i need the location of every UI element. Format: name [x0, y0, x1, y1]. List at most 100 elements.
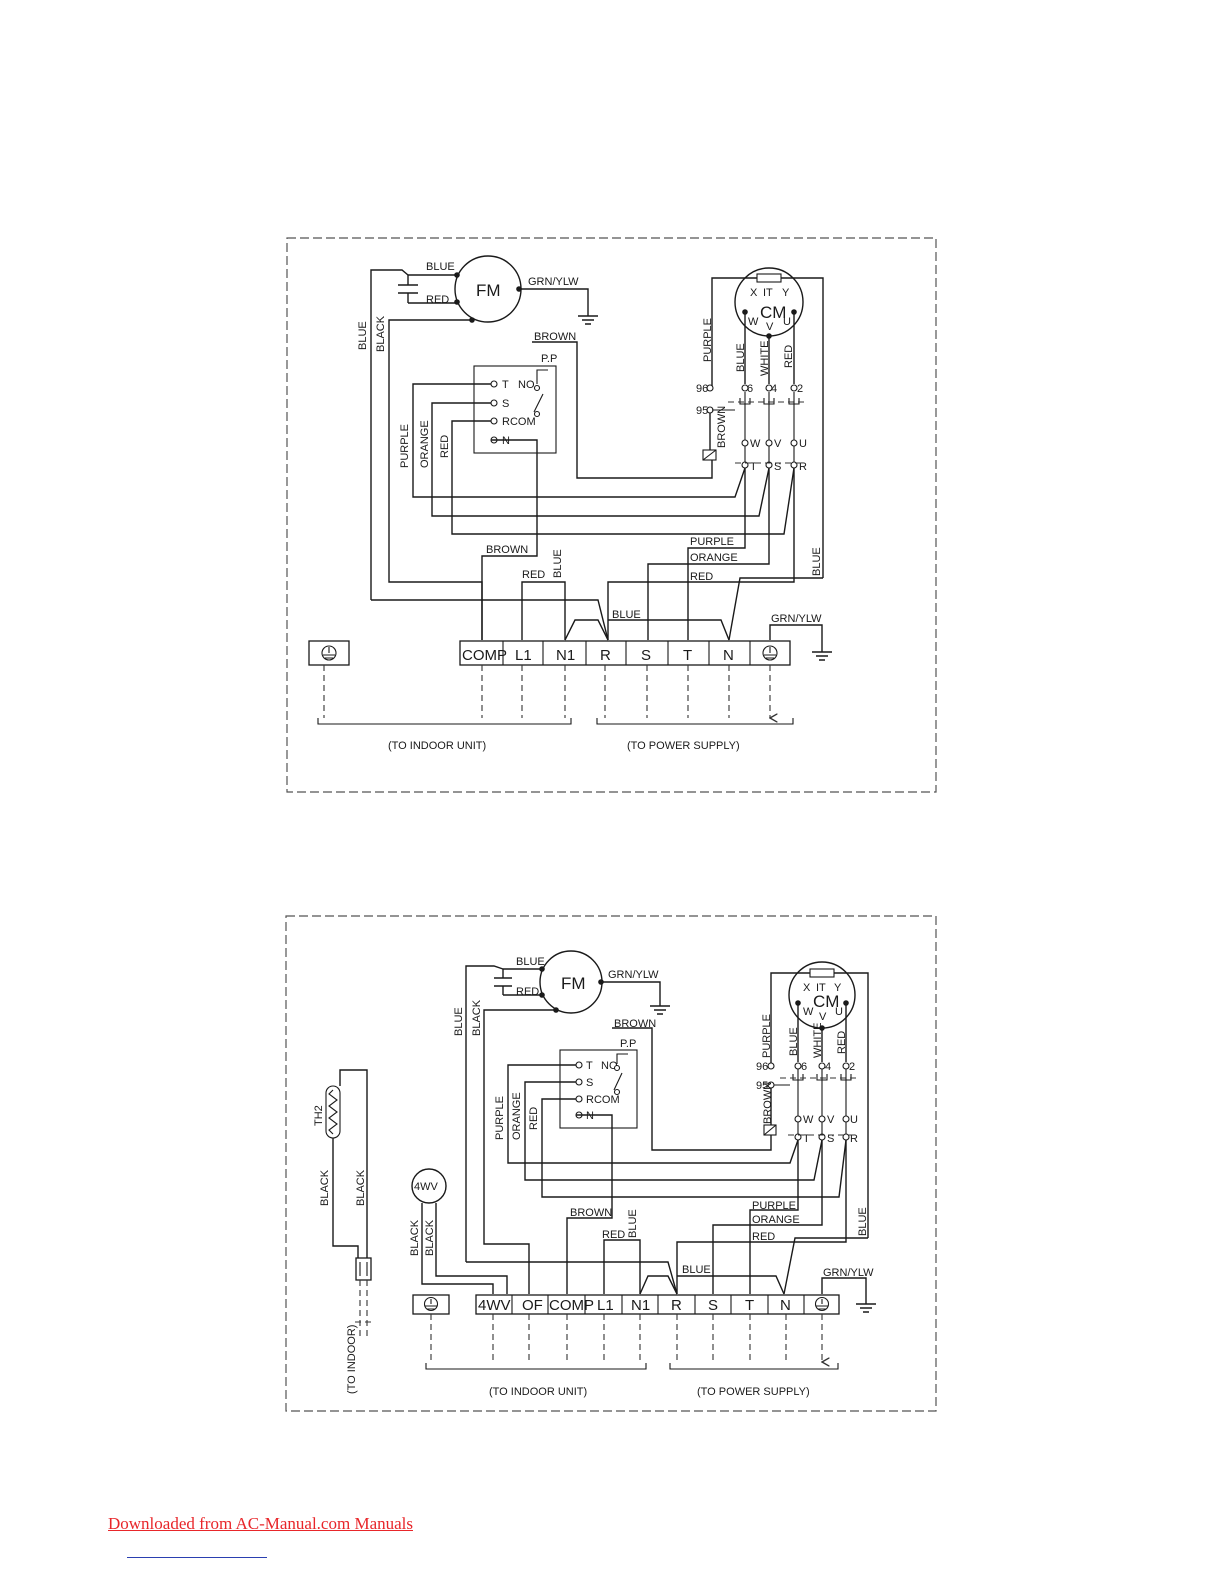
wiring-diagram-2: FM BLUE RED GRN/YLW CM X IT Y W V U PURP… — [285, 915, 937, 1412]
svg-text:BLUE: BLUE — [552, 549, 564, 578]
footer-rule — [127, 1557, 267, 1558]
svg-text:RED: RED — [522, 569, 545, 581]
svg-text:6: 6 — [747, 383, 753, 395]
svg-text:V: V — [827, 1114, 835, 1126]
svg-text:BLUE: BLUE — [682, 1264, 711, 1276]
svg-text:BROWN: BROWN — [762, 1082, 774, 1124]
svg-text:BROWN: BROWN — [570, 1207, 612, 1219]
svg-text:X: X — [803, 982, 811, 994]
svg-text:T: T — [750, 461, 757, 473]
download-source-link[interactable]: Downloaded from AC-Manual.com Manuals — [108, 1514, 413, 1533]
svg-text:BLACK: BLACK — [355, 1169, 367, 1206]
ground-terminal-1 — [308, 640, 350, 666]
svg-text:BLUE: BLUE — [357, 321, 369, 350]
svg-text:2: 2 — [849, 1061, 855, 1073]
svg-text:BLUE: BLUE — [857, 1207, 869, 1236]
terminal-n: N — [723, 647, 734, 664]
fm1-terminal-red — [454, 299, 460, 305]
svg-text:RED: RED — [439, 435, 451, 458]
svg-text:BLACK: BLACK — [319, 1169, 331, 1206]
svg-text:X: X — [750, 287, 758, 299]
svg-text:W: W — [748, 316, 759, 328]
terminal-t-2: T — [745, 1297, 754, 1314]
svg-text:BLUE: BLUE — [627, 1209, 639, 1238]
terminal-l1: L1 — [515, 647, 532, 664]
svg-text:4: 4 — [771, 383, 777, 395]
to-indoor-unit-label-2: (TO INDOOR UNIT) — [489, 1386, 587, 1398]
svg-text:GRN/YLW: GRN/YLW — [528, 276, 579, 288]
svg-text:PURPLE: PURPLE — [399, 424, 411, 468]
svg-text:GRN/YLW: GRN/YLW — [823, 1267, 874, 1279]
svg-text:6: 6 — [801, 1061, 807, 1073]
svg-text:RCOM: RCOM — [502, 416, 536, 428]
svg-text:N: N — [586, 1110, 594, 1122]
svg-text:TH2: TH2 — [313, 1105, 325, 1126]
terminal-s-2: S — [708, 1297, 718, 1314]
svg-text:R: R — [799, 461, 807, 473]
terminal-4wv: 4WV — [478, 1297, 511, 1314]
svg-text:RED: RED — [516, 986, 539, 998]
svg-text:ORANGE: ORANGE — [511, 1092, 523, 1140]
svg-text:BLACK: BLACK — [471, 999, 483, 1036]
svg-text:GRN/YLW: GRN/YLW — [608, 969, 659, 981]
svg-text:BLUE: BLUE — [453, 1007, 465, 1036]
svg-text:CM: CM — [813, 992, 839, 1011]
diagram-2-frame — [285, 915, 937, 1412]
svg-text:ORANGE: ORANGE — [690, 552, 738, 564]
svg-text:PURPLE: PURPLE — [702, 318, 714, 362]
svg-text:96: 96 — [756, 1061, 768, 1073]
terminal-block-1: COMP L1 N1 R S T N — [459, 640, 791, 666]
svg-text:BLUE: BLUE — [612, 609, 641, 621]
fan-motor-1-label: FM — [476, 281, 501, 300]
contactor-2: 96 95 6 4 2 W V U BROWN T — [756, 1061, 858, 1145]
svg-text:RED: RED — [752, 1231, 775, 1243]
svg-text:CM: CM — [760, 303, 786, 322]
svg-text:WHITE: WHITE — [812, 1023, 824, 1058]
terminal-s: S — [641, 647, 651, 664]
terminal-comp-2: COMP — [549, 1297, 594, 1314]
svg-text:PURPLE: PURPLE — [690, 536, 734, 548]
terminal-n-2: N — [780, 1297, 791, 1314]
svg-text:S: S — [586, 1077, 593, 1089]
svg-text:95: 95 — [756, 1080, 768, 1092]
svg-text:S: S — [827, 1133, 834, 1145]
svg-text:RED: RED — [426, 294, 449, 306]
svg-text:IT: IT — [763, 287, 773, 299]
terminal-r-2: R — [671, 1297, 682, 1314]
terminal-r: R — [600, 647, 611, 664]
svg-text:ORANGE: ORANGE — [419, 420, 431, 468]
svg-text:V: V — [819, 1011, 827, 1023]
svg-text:BROWN: BROWN — [716, 406, 728, 448]
svg-text:BLACK: BLACK — [424, 1219, 436, 1256]
terminal-n1: N1 — [556, 647, 575, 664]
wiring-diagram-1: FM BLUE RED GRN/YLW CM X IT Y W V U PURP… — [286, 237, 937, 793]
terminal-n1-2: N1 — [631, 1297, 650, 1314]
svg-text:IT: IT — [816, 982, 826, 994]
svg-text:BLACK: BLACK — [375, 315, 387, 352]
svg-text:W: W — [803, 1006, 814, 1018]
svg-text:BLACK: BLACK — [409, 1219, 421, 1256]
to-power-supply-label-1: (TO POWER SUPPLY) — [627, 740, 740, 752]
svg-text:BROWN: BROWN — [486, 544, 528, 556]
svg-text:RED: RED — [602, 1229, 625, 1241]
svg-text:96: 96 — [696, 383, 708, 395]
terminal-l1-2: L1 — [597, 1297, 614, 1314]
pressure-protector-2 — [559, 1049, 638, 1129]
svg-text:P.P: P.P — [620, 1038, 636, 1050]
svg-text:BLUE: BLUE — [811, 547, 823, 576]
svg-text:4: 4 — [825, 1061, 831, 1073]
pressure-protector-1 — [473, 365, 557, 454]
terminal-comp: COMP — [462, 647, 507, 664]
svg-text:U: U — [850, 1114, 858, 1126]
svg-text:NO: NO — [518, 379, 535, 391]
svg-text:S: S — [774, 461, 781, 473]
four-way-valve-coil — [411, 1168, 447, 1204]
svg-text:4WV: 4WV — [414, 1181, 439, 1193]
svg-text:V: V — [774, 438, 782, 450]
svg-text:BROWN: BROWN — [534, 331, 576, 343]
svg-text:RED: RED — [690, 571, 713, 583]
terminal-t: T — [683, 647, 692, 664]
svg-text:2: 2 — [797, 383, 803, 395]
svg-text:(TO INDOOR): (TO INDOOR) — [346, 1325, 358, 1394]
svg-text:S: S — [502, 398, 509, 410]
